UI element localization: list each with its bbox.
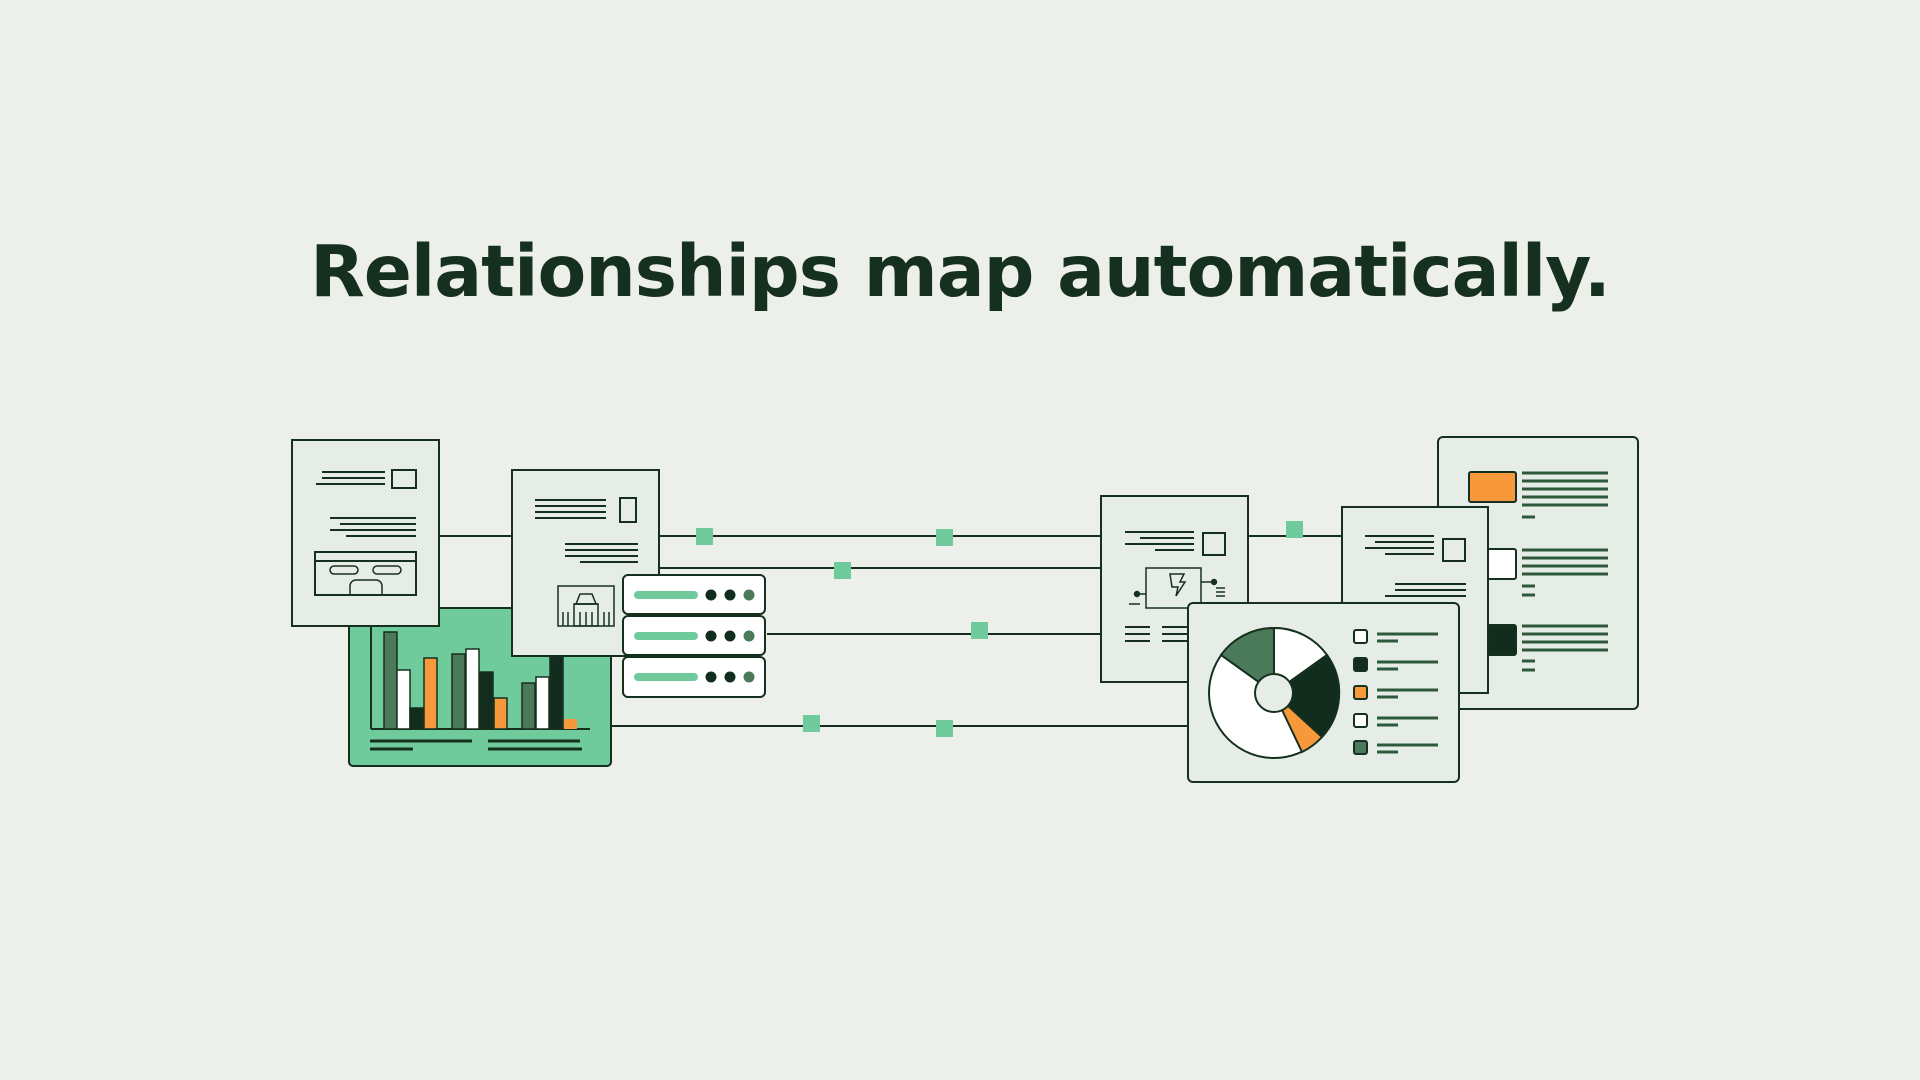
headline: Relationships map automatically. <box>310 230 1611 313</box>
server-unit <box>622 656 766 698</box>
server-stack-icon <box>622 574 766 698</box>
pie-chart-icon <box>1208 626 1341 759</box>
document-card-1 <box>291 439 440 627</box>
pie-legend <box>1353 629 1438 755</box>
document-card-3 <box>1100 495 1249 683</box>
server-unit <box>622 574 766 615</box>
document-icon <box>314 469 417 596</box>
pie-chart-card <box>1187 602 1460 783</box>
server-unit <box>622 615 766 656</box>
power-plug-icon <box>1129 567 1225 609</box>
link-nodes <box>696 521 1303 737</box>
connector-lines <box>440 535 1342 727</box>
storefront-icon <box>557 585 615 627</box>
bar-chart-icon <box>370 626 590 730</box>
